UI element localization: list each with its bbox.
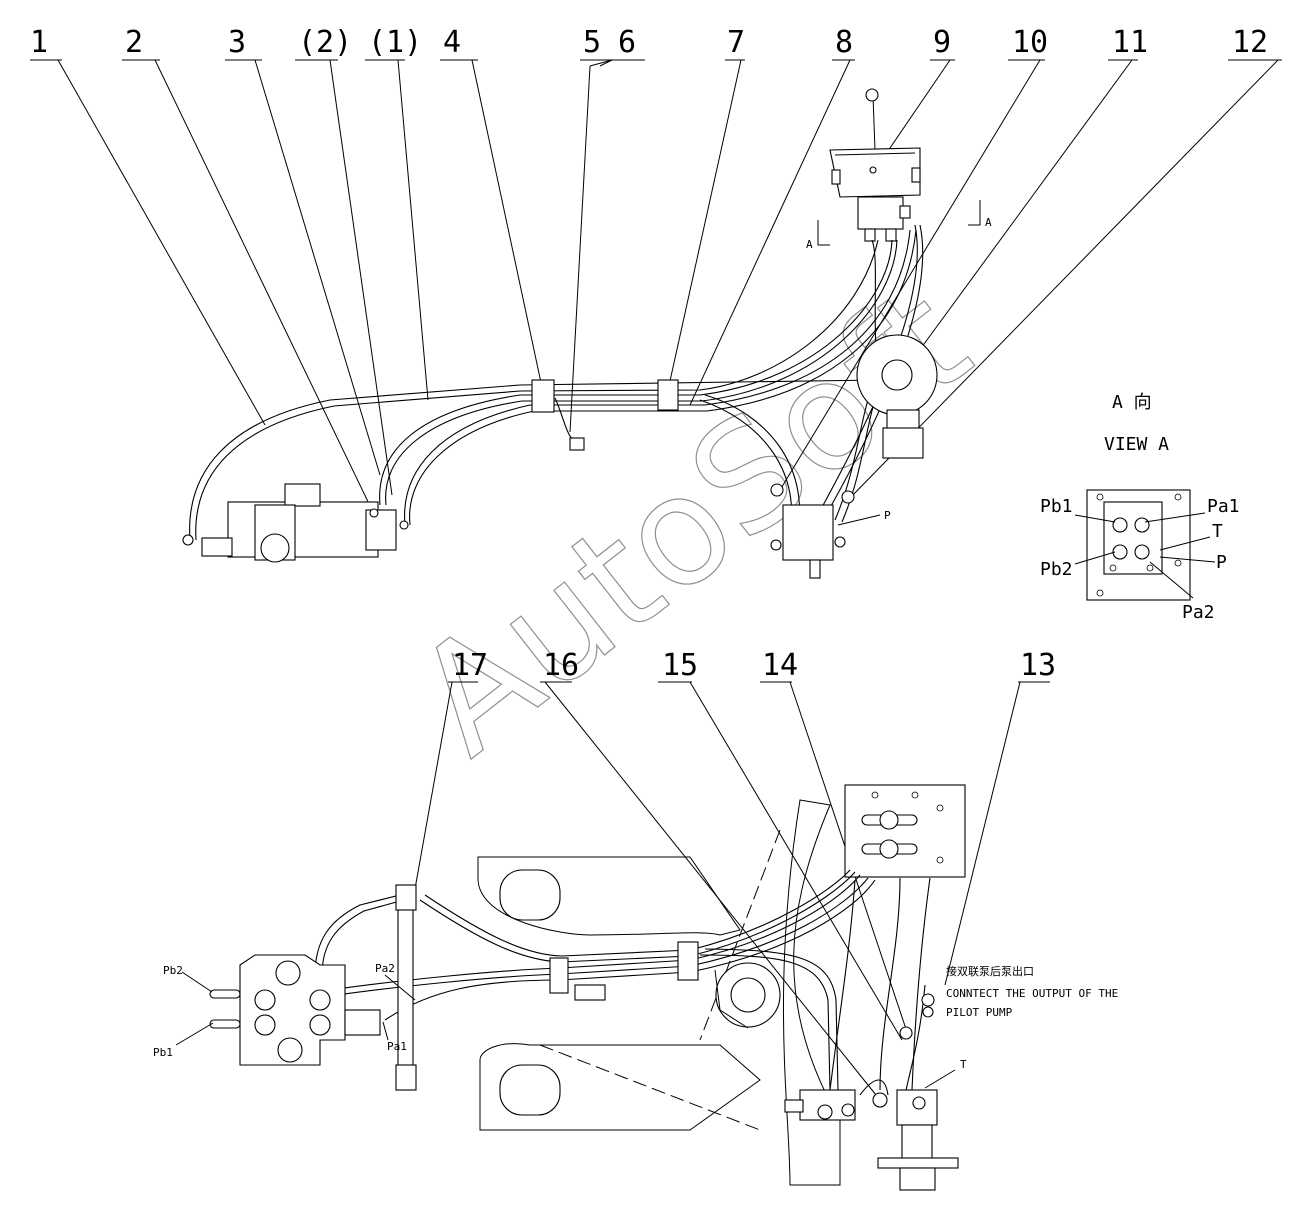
pilot-plate-bottom — [844, 784, 966, 878]
callout-5: 5 — [583, 25, 601, 60]
top-callouts: 1 2 3 (2) (1) 4 5 6 7 8 9 10 11 12 — [30, 25, 1268, 60]
note-en-line2: PILOT PUMP — [946, 1006, 1013, 1019]
view-label-pa2: Pa2 — [1182, 602, 1215, 623]
bottom-label-pa2: Pa2 — [375, 962, 395, 975]
callout-8: 8 — [835, 25, 853, 60]
callout-14: 14 — [762, 648, 798, 683]
view-label-t: T — [1212, 521, 1223, 542]
callout-16: 16 — [543, 648, 579, 683]
callout-15: 15 — [662, 648, 698, 683]
hose-clamp-bottom-1 — [549, 957, 569, 994]
fitting-5-6 — [569, 437, 585, 451]
bottom-label-pa1: Pa1 — [387, 1040, 407, 1053]
callout-6: 6 — [618, 25, 636, 60]
pilot-valve-top — [829, 88, 921, 242]
section-mark-a: A A — [806, 200, 992, 251]
callout-3: 3 — [228, 25, 246, 60]
bottom-label-t: T — [960, 1058, 967, 1071]
bracket-17 — [395, 884, 417, 1091]
note-en-line1: CONNTECT THE OUTPUT OF THE — [946, 987, 1118, 1000]
callout-7: 7 — [727, 25, 745, 60]
frame-outline — [477, 799, 841, 1186]
multiway-valve-bottom: Pb2 Pb1 Pa2 Pa1 — [153, 954, 416, 1066]
callout-13: 13 — [1020, 648, 1056, 683]
callout-1: 1 — [30, 25, 48, 60]
view-label-p: P — [1216, 552, 1227, 573]
pressure-valve-right-top: P — [770, 334, 938, 579]
callout-2: 2 — [125, 25, 143, 60]
valve-group-bottom-right: T — [784, 993, 967, 1191]
view-a: A 向 VIEW A Pb1 Pa1 T Pb2 P Pa2 — [1040, 392, 1240, 623]
hose-bundle-top — [189, 224, 924, 541]
top-p-label: P — [884, 509, 891, 522]
bottom-label-pb2: Pb2 — [163, 964, 183, 977]
section-mark-left: A — [806, 238, 813, 251]
callout-9: 9 — [933, 25, 951, 60]
callout-2-paren: (2) — [298, 25, 352, 60]
callout-1-paren: (1) — [368, 25, 422, 60]
callout-10: 10 — [1012, 25, 1048, 60]
bottom-callouts: 17 16 15 14 13 — [412, 648, 1056, 1101]
callout-4: 4 — [443, 25, 461, 60]
section-mark-right: A — [985, 216, 992, 229]
multiway-valve-top — [182, 483, 409, 563]
pump-note: 接双联泵后泵出口 CONNTECT THE OUTPUT OF THE PILO… — [946, 964, 1118, 1019]
hose-clamp-bottom-2 — [677, 941, 699, 981]
callout-12: 12 — [1232, 25, 1268, 60]
view-label-pb2: Pb2 — [1040, 559, 1073, 580]
view-label-pa1: Pa1 — [1207, 496, 1240, 517]
watermark-text: AutoSoft — [385, 255, 1000, 789]
callout-17: 17 — [452, 648, 488, 683]
view-title-en: VIEW A — [1104, 434, 1169, 455]
view-label-pb1: Pb1 — [1040, 496, 1073, 517]
hose-clamp-7 — [657, 379, 679, 411]
clamp-bracket — [574, 984, 606, 1001]
view-title-cn: A 向 — [1112, 392, 1152, 413]
hose-clamp-4 — [531, 379, 555, 413]
bottom-label-pb1: Pb1 — [153, 1046, 173, 1059]
note-cn: 接双联泵后泵出口 — [946, 964, 1034, 978]
callout-11: 11 — [1112, 25, 1148, 60]
